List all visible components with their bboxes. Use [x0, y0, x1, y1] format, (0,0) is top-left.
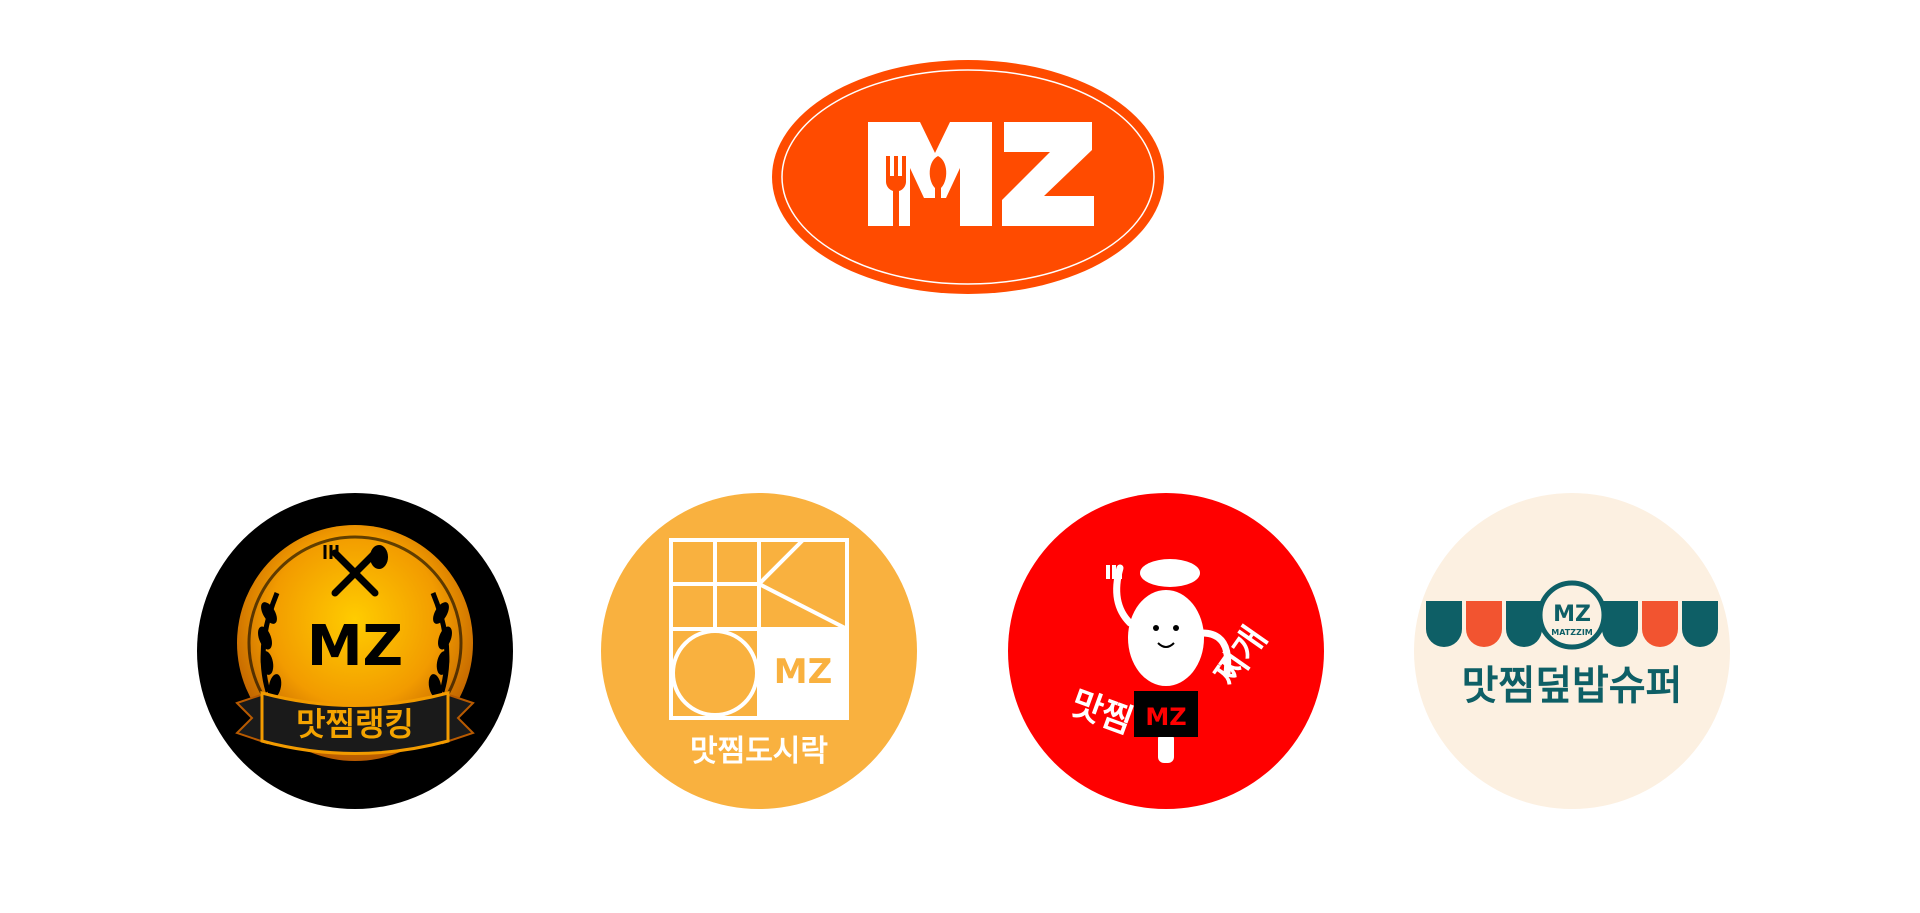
- mark-emblem: [1537, 580, 1607, 650]
- badge-mark-text: MZ: [307, 614, 403, 679]
- crossed-utensils-icon: [331, 549, 379, 597]
- badge-rice: MZ MATZZIM 맛찜덮밥슈퍼: [1414, 493, 1730, 809]
- badge-sub-text: MATZZIM: [1551, 628, 1593, 637]
- laurel-icon: [258, 592, 452, 704]
- badge-jjigae: MZ 맛찜 찌개: [1008, 493, 1324, 809]
- mascot-icon: [1128, 559, 1204, 763]
- badge-bg: [1414, 493, 1730, 809]
- badge-ranking: MZ 맛찜랭킹: [197, 493, 513, 809]
- badge-lunchbox: MZ 맛찜도시락: [601, 493, 917, 809]
- logo-oval-inner-ring: [781, 69, 1155, 285]
- fork-icon: [1106, 565, 1122, 579]
- mark-tile: [759, 629, 847, 718]
- badge-label: 맛찜덮밥슈퍼: [1462, 663, 1683, 709]
- badge-label: 맛찜랭킹: [296, 705, 414, 743]
- badge-mark-text: MZ: [774, 652, 833, 692]
- badge-mark-text: MZ: [1145, 703, 1186, 731]
- badge-label: 맛찜도시락: [690, 734, 828, 769]
- ribbon: [260, 691, 450, 755]
- awning: [1426, 601, 1718, 647]
- fork-spoon-icon: [868, 122, 992, 226]
- mark-box: [1134, 691, 1198, 737]
- main-logo: MZ: [772, 60, 1164, 294]
- badge-mark-text: MZ: [1553, 602, 1591, 627]
- letter-z: [1002, 122, 1094, 226]
